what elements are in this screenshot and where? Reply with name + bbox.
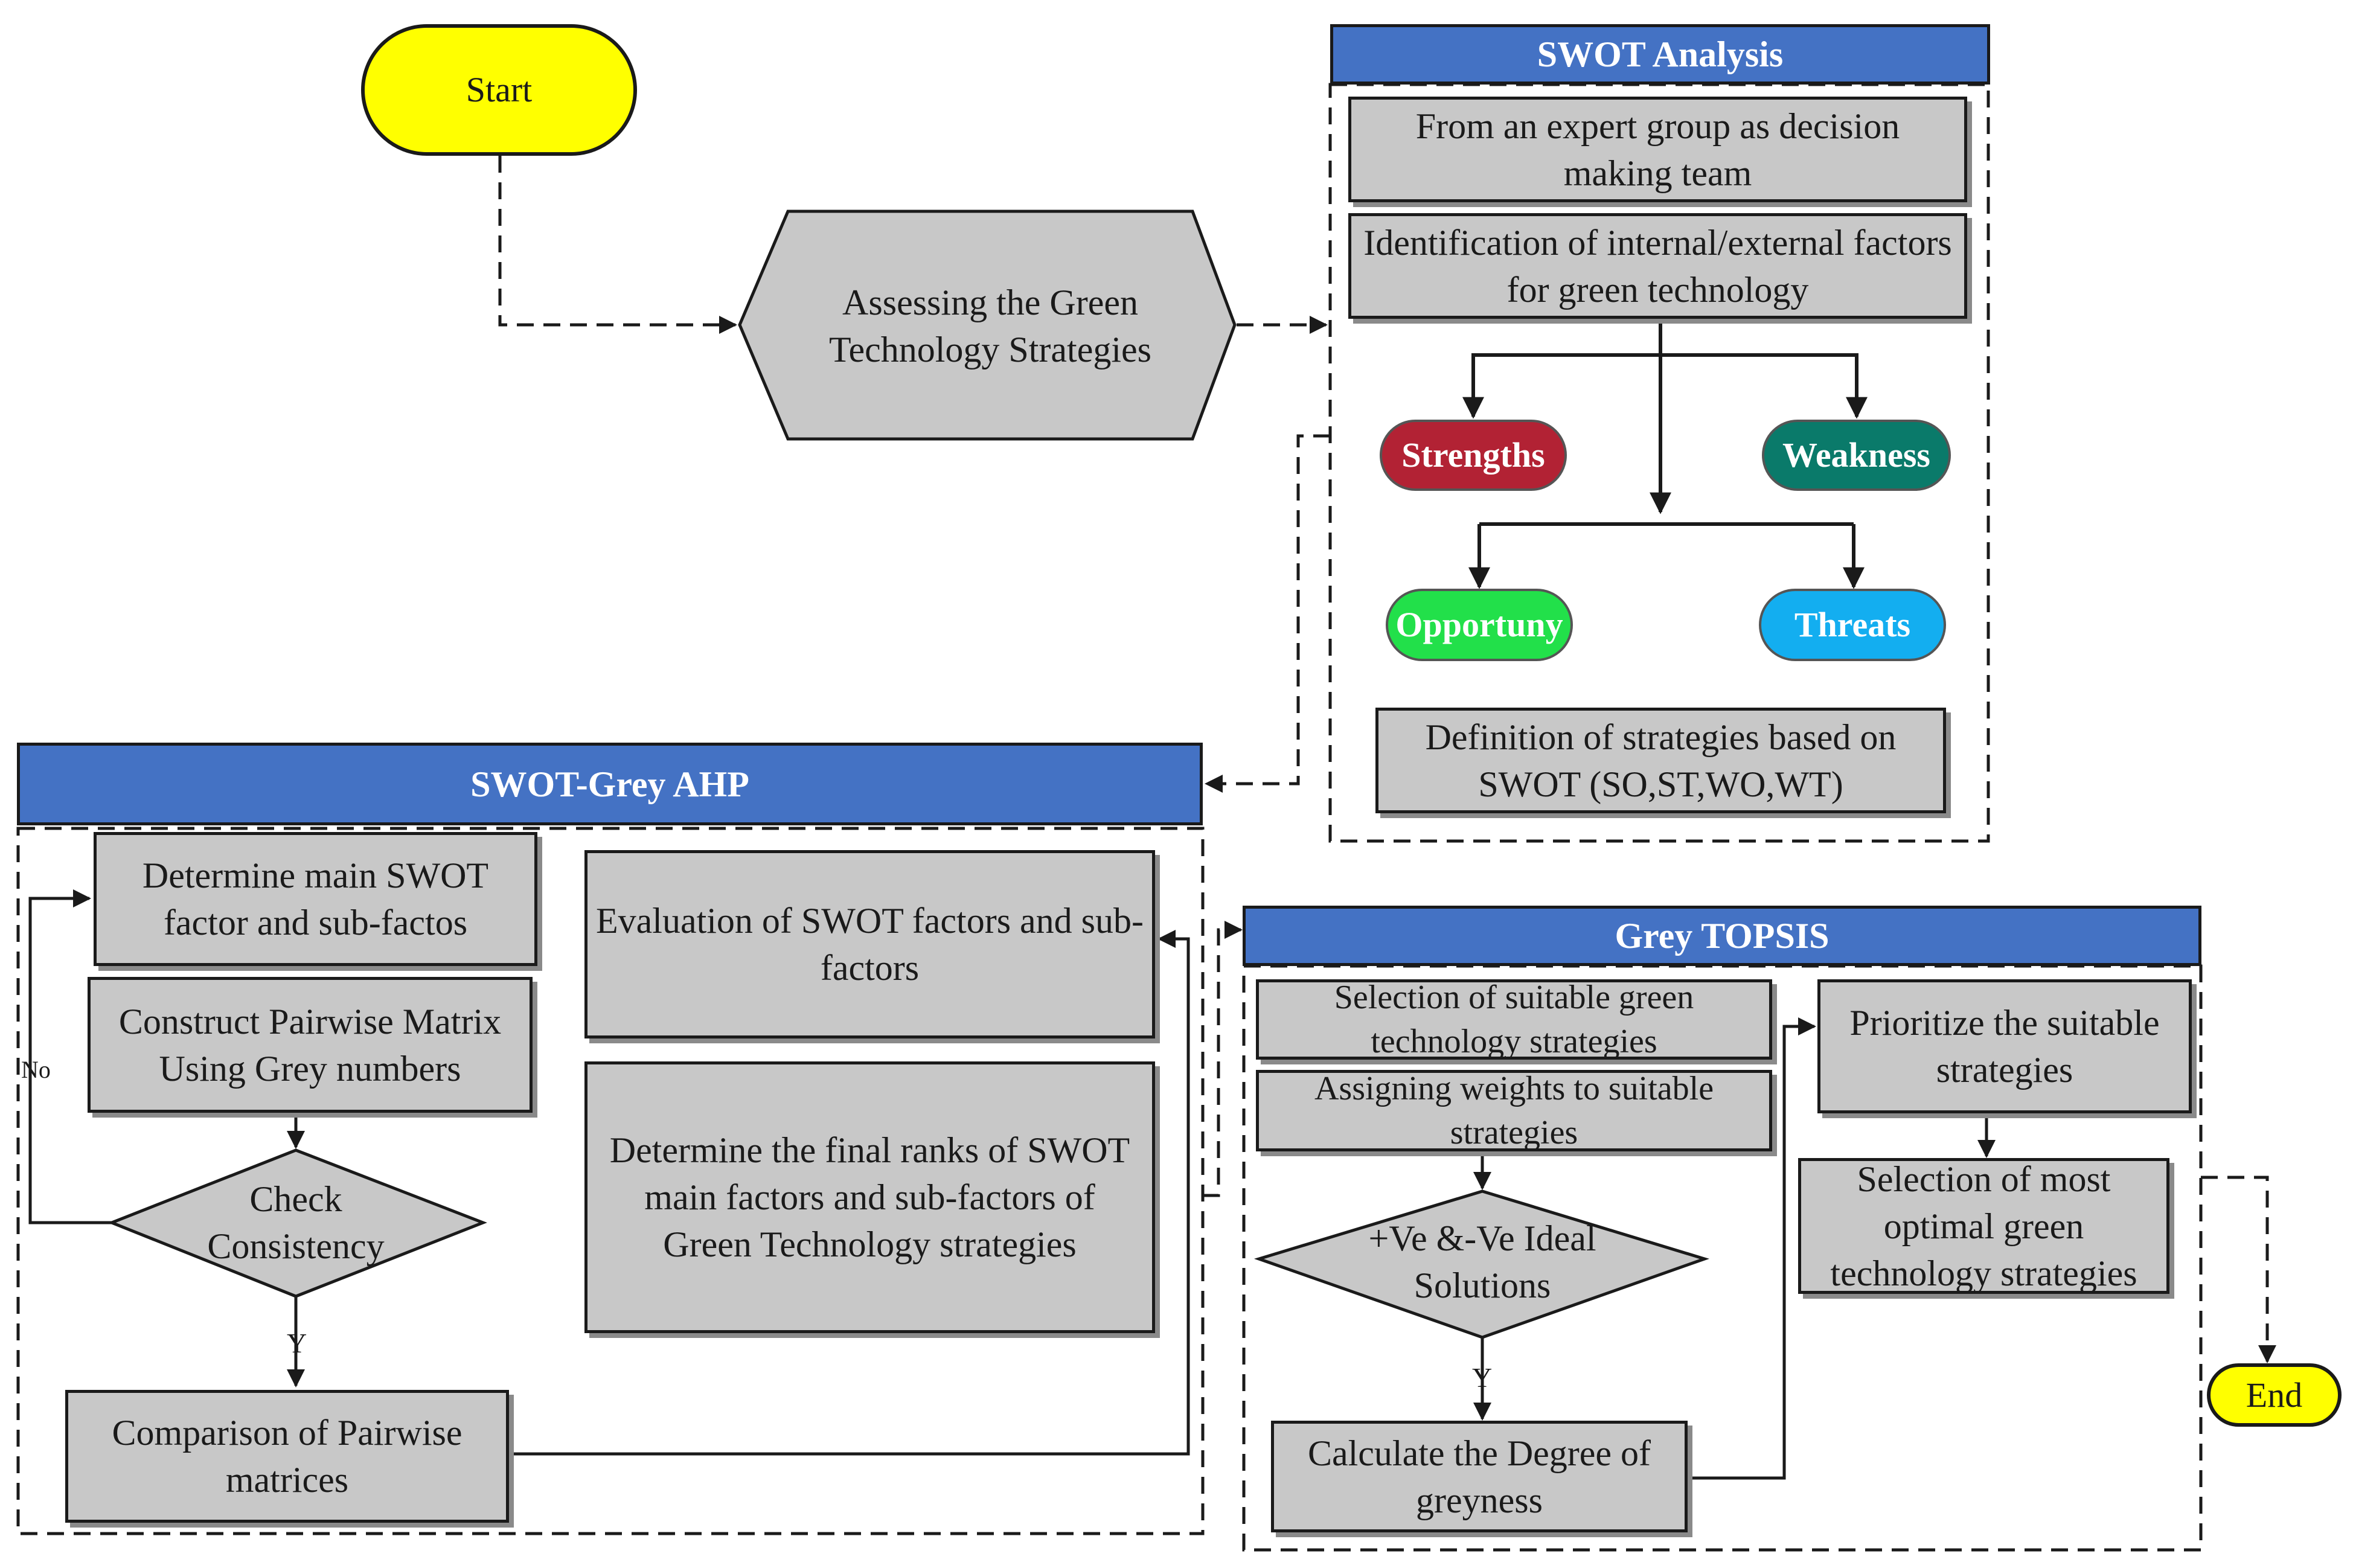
swot-grey-ahp-header: SWOT-Grey AHP	[17, 743, 1203, 825]
threats-pill: Threats	[1759, 589, 1946, 661]
connector-greyness-prioritize	[1688, 1017, 1816, 1480]
no-label: No	[21, 1056, 51, 1083]
topsis-yes-label: Y	[1472, 1362, 1493, 1393]
assess-label: Assessing the Green Technology Strategie…	[829, 283, 1151, 370]
connector-comparison-evaluation	[510, 930, 1190, 1456]
selection-suitable-box: Selection of suitable green technology s…	[1256, 979, 1772, 1060]
comparison-box: Comparison of Pairwise matrices	[65, 1390, 509, 1523]
swot-container	[1328, 83, 1990, 843]
optimal-strategies-box: Selection of most optimal green technolo…	[1798, 1158, 2169, 1294]
weakness-pill: Weakness	[1762, 420, 1951, 491]
construct-matrix-box: Construct Pairwise Matrix Using Grey num…	[88, 977, 533, 1113]
final-ranks-box: Determine the final ranks of SWOT main f…	[584, 1061, 1155, 1333]
connector-start-assess	[498, 156, 737, 334]
ahp-container	[16, 827, 1205, 1535]
check-consistency-label: Check Consistency	[207, 1179, 385, 1266]
connector-swot-ahp	[1205, 434, 1330, 793]
strengths-pill: Strengths	[1380, 420, 1567, 491]
yes-label: Y	[287, 1328, 307, 1358]
opportunity-pill: Opportuny	[1386, 589, 1573, 661]
connector-branch-upper	[1471, 353, 1858, 414]
definition-box: Definition of strategies based on SWOT (…	[1375, 708, 1946, 813]
connector-check-no-loop	[28, 889, 112, 1224]
connector-ahp-topsis	[1203, 921, 1243, 1197]
end-terminal: End	[2207, 1363, 2342, 1427]
connector-topsis-end	[2201, 1176, 2276, 1363]
evaluation-box: Evaluation of SWOT factors and sub-facto…	[584, 850, 1155, 1038]
topsis-container	[1242, 964, 2203, 1552]
assigning-weights-box: Assigning weights to suitable strategies	[1256, 1070, 1772, 1151]
ideal-solutions-label: +Ve &-Ve Ideal Solutions	[1368, 1218, 1596, 1305]
determine-main-box: Determine main SWOT factor and sub-facto…	[94, 832, 537, 966]
swot-analysis-header: SWOT Analysis	[1330, 24, 1990, 85]
start-terminal: Start	[361, 24, 637, 156]
prioritize-box: Prioritize the suitable strategies	[1817, 979, 2192, 1113]
identification-box: Identification of internal/external fact…	[1348, 213, 1967, 319]
assess-hexagon	[738, 210, 1237, 441]
degree-greyness-box: Calculate the Degree of greyness	[1271, 1421, 1688, 1532]
expert-group-box: From an expert group as decision making …	[1348, 97, 1967, 202]
grey-topsis-header: Grey TOPSIS	[1243, 906, 2201, 966]
